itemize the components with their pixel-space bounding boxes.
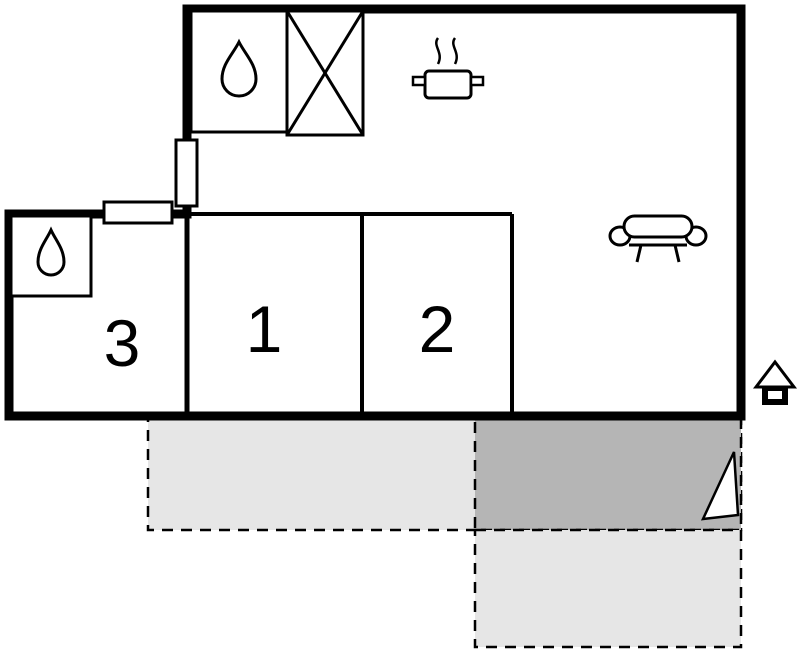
bathroom-sink-unit (9, 214, 93, 298)
room-label-3: 3 (104, 306, 141, 380)
steam-line-right (452, 37, 458, 65)
door-opening-horizontal (102, 200, 174, 225)
water-drop-icon (36, 226, 66, 277)
terrace-lower (473, 528, 743, 649)
door-opening-vertical (174, 138, 199, 208)
sink-cabinet (189, 9, 289, 134)
pot-handle-right (469, 75, 485, 87)
house-icon (752, 359, 798, 405)
shower-unit (285, 9, 365, 137)
terrace-upper-covered (473, 416, 743, 532)
pot-handle-left (411, 75, 427, 87)
triangle-marker-icon (700, 451, 740, 521)
house-window (768, 391, 782, 399)
house-roof (752, 359, 798, 389)
sofa-icon (608, 214, 708, 263)
room-label-1: 1 (246, 292, 283, 366)
water-drop-icon (220, 38, 258, 98)
shower-cross-line-2 (285, 10, 365, 136)
steaming-pot-icon (411, 37, 485, 100)
room-label-2: 2 (419, 292, 456, 366)
sofa-back (622, 214, 694, 239)
sofa-leg-right (673, 244, 681, 263)
steam-line-left (435, 37, 441, 65)
pot-body (423, 69, 473, 100)
kitchen-sink-unit (189, 9, 289, 134)
sofa-leg-left (635, 244, 643, 263)
